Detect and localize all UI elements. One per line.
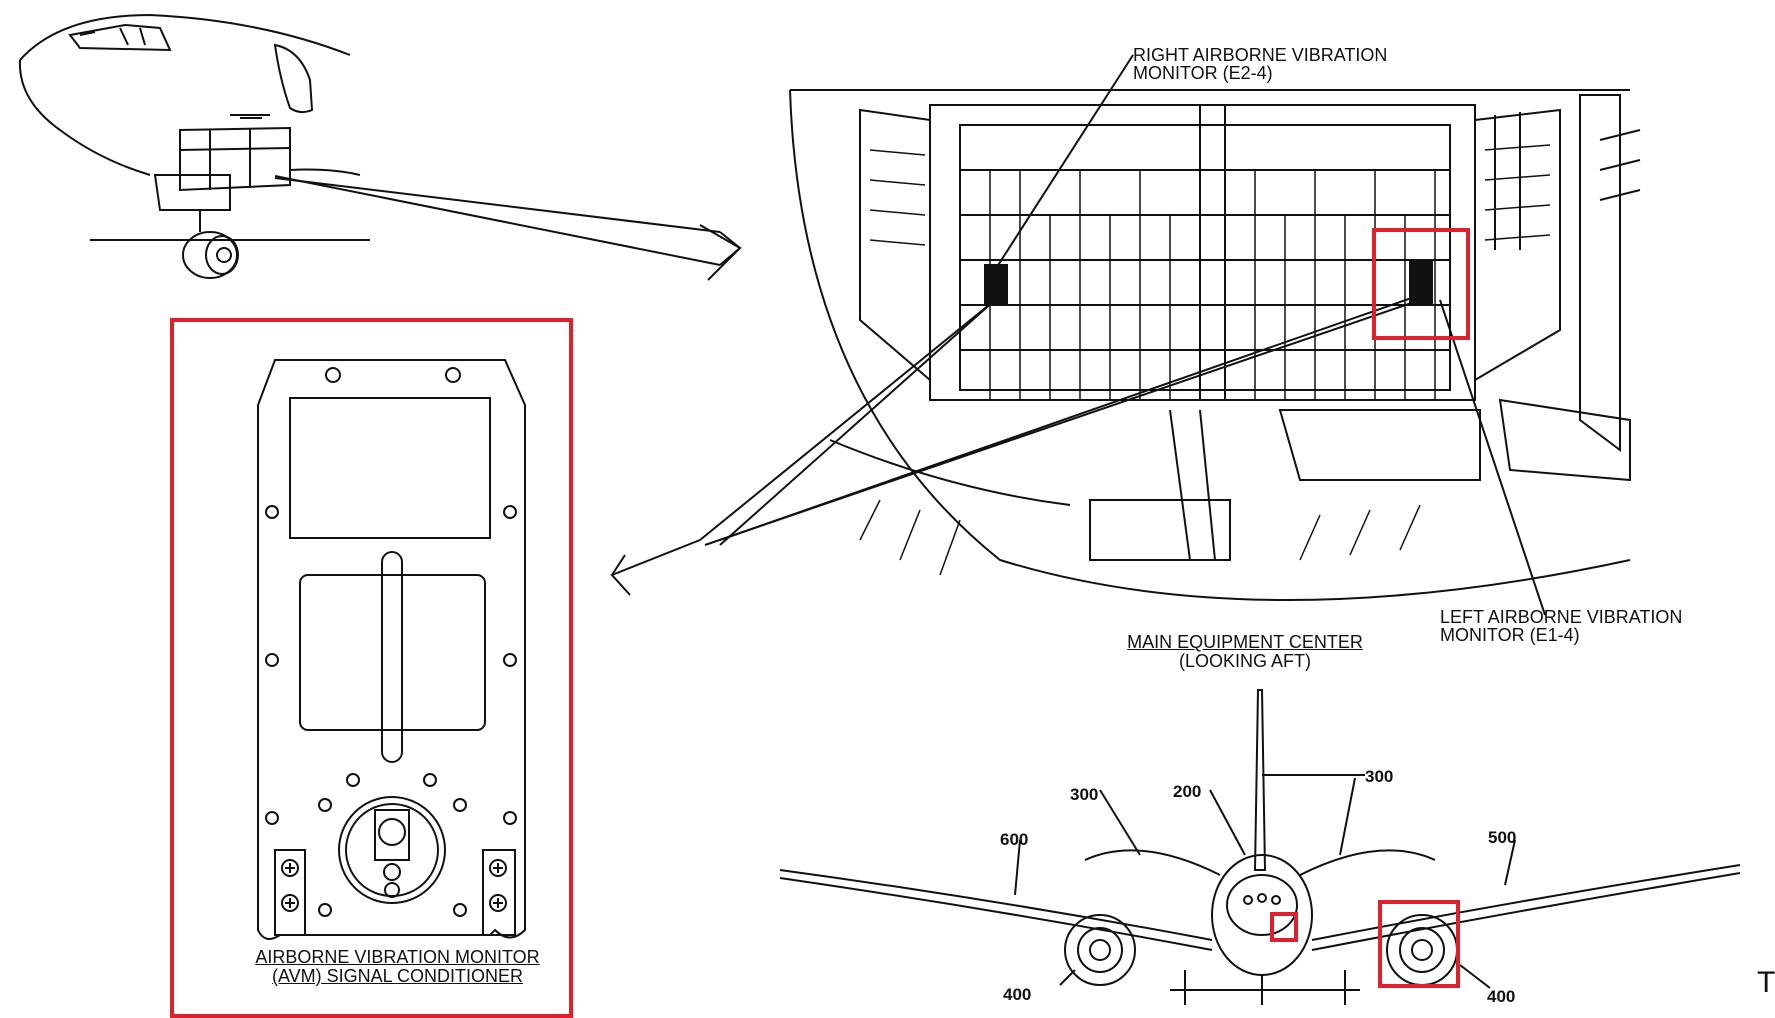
zone-number-500: 500	[1488, 828, 1517, 847]
main-equipment-center-title-line1: MAIN EQUIPMENT CENTER	[1127, 632, 1363, 652]
right-avm-label-line1: RIGHT AIRBORNE VIBRATION	[1133, 45, 1388, 65]
highlight-box-equipment-bay	[1270, 912, 1298, 942]
zone-number-300-right: 300	[1365, 767, 1394, 786]
zone-number-300-left: 300	[1070, 785, 1099, 804]
highlight-box-engine	[1378, 900, 1460, 988]
avm-title-line1: AIRBORNE VIBRATION MONITOR	[255, 947, 540, 967]
main-equipment-center-title: MAIN EQUIPMENT CENTER (LOOKING AFT)	[1100, 633, 1390, 671]
left-avm-label: LEFT AIRBORNE VIBRATION MONITOR (E1-4)	[1440, 608, 1682, 644]
edge-text-fragment: T	[1757, 966, 1775, 999]
left-avm-label-line1: LEFT AIRBORNE VIBRATION	[1440, 607, 1683, 627]
right-avm-label: RIGHT AIRBORNE VIBRATION MONITOR (E2-4)	[1133, 46, 1387, 82]
zone-number-600: 600	[1000, 830, 1029, 849]
main-equipment-center-title-line2: (LOOKING AFT)	[1178, 651, 1311, 671]
zone-number-200: 200	[1173, 782, 1202, 801]
highlight-box-left-monitor	[1372, 228, 1470, 340]
main-equipment-center-drawing	[610, 54, 1641, 616]
avm-signal-conditioner-title: AIRBORNE VIBRATION MONITOR (AVM) SIGNAL …	[240, 948, 555, 986]
aircraft-front-view-drawing	[779, 689, 1741, 1005]
left-avm-label-line2: MONITOR (E1-4)	[1440, 625, 1580, 645]
avm-title-line2: (AVM) SIGNAL CONDITIONER	[271, 966, 523, 986]
zone-number-400-right: 400	[1487, 987, 1516, 1006]
avm-signal-conditioner-drawing	[257, 359, 526, 940]
zone-number-400-left: 400	[1003, 985, 1032, 1004]
highlight-box-signal-conditioner	[170, 318, 573, 1018]
aircraft-nose-drawing	[18, 13, 742, 281]
right-avm-label-line2: MONITOR (E2-4)	[1133, 63, 1273, 83]
